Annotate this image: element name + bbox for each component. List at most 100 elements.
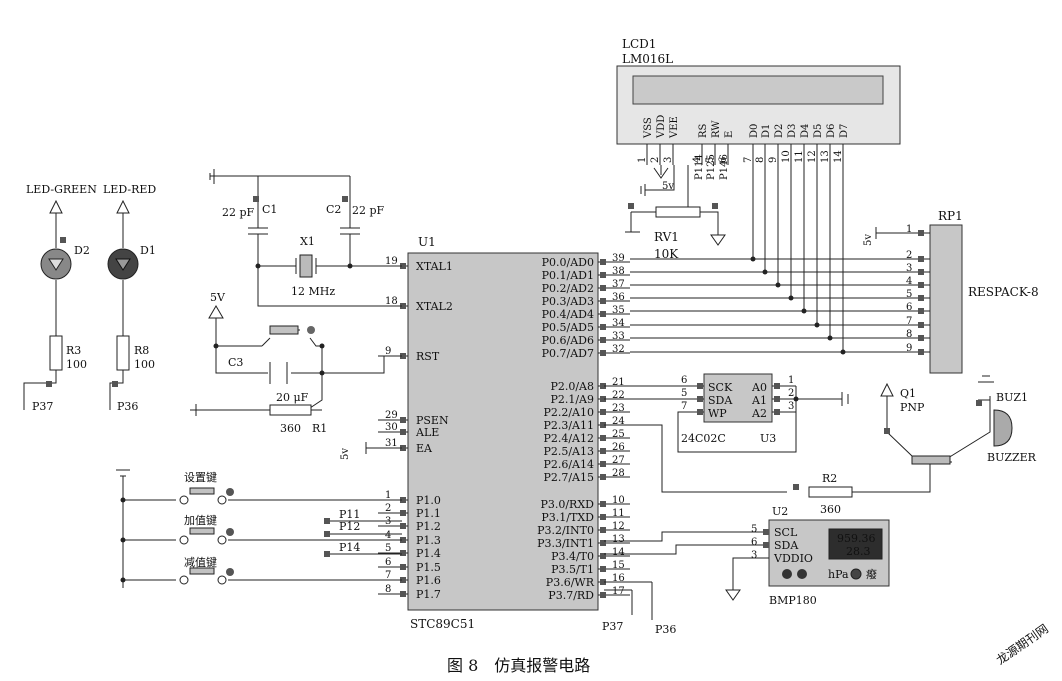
net-p125: P125: [706, 154, 717, 180]
u1-pin-number: 26: [612, 442, 625, 453]
lcd-pin-label: D0: [749, 124, 760, 138]
bus-junction: [775, 282, 781, 288]
rp1-model: RESPACK-8: [968, 285, 1039, 299]
key-junction: [120, 497, 126, 503]
r3-ref: R3: [66, 344, 81, 357]
u1-pin-number: 12: [612, 521, 625, 532]
u1-pin-pad: [600, 272, 606, 278]
rp1-pin-number: 4: [906, 276, 912, 287]
u3-num-2: 2: [788, 388, 794, 399]
rp1-pin-pad: [918, 308, 924, 314]
u1-pin-name: PSEN: [416, 414, 449, 427]
lcd-ref: LCD1: [622, 37, 656, 51]
lcd-pin-number: 13: [820, 150, 831, 163]
u1-pin-pad: [600, 579, 606, 585]
u1-pin-number: 32: [612, 344, 625, 355]
lcd-pin-label: D4: [800, 124, 811, 138]
lcd-pin-label: D3: [787, 124, 798, 138]
lcd-nets: P114 P125 P146 5v: [640, 154, 730, 213]
p0-data-bus: [630, 165, 918, 355]
u3-ref: U3: [760, 432, 776, 445]
q1-type: PNP: [900, 401, 925, 414]
u1-pin-number: 8: [385, 584, 391, 595]
u1-pin-pad: [600, 350, 606, 356]
lcd-pin-number: 9: [768, 157, 779, 163]
u1-pin-name: P1.7: [416, 588, 441, 601]
u1-pin-pad: [600, 298, 606, 304]
lcd-pin-label: VSS: [643, 117, 654, 139]
u1-pin-name: P2.2/A10: [543, 406, 594, 419]
key-minus-label: 减值键: [184, 555, 217, 569]
rp1-pin-pad: [918, 282, 924, 288]
lcd-pin-label: E: [724, 131, 735, 138]
lcd-pin-label: D5: [813, 124, 824, 138]
lcd-screen: [632, 75, 884, 105]
net-p37-u1: P37: [602, 620, 623, 633]
bus-junction: [750, 256, 756, 262]
u2-pin-vddio: VDDIO: [773, 552, 813, 565]
u1-pin-name: P0.3/AD3: [542, 295, 594, 308]
d2-model: LED-GREEN: [26, 183, 97, 196]
pressure-sensor-u2: U2 SCL SDA VDDIO 959.36 28.3 hPa 癈 5 6 3…: [604, 505, 890, 607]
rv1-body: [655, 206, 701, 218]
bus-junction: [801, 308, 807, 314]
buz1-model: BUZZER: [987, 451, 1037, 464]
rp1-pin-pad: [918, 269, 924, 275]
u1-pin-number: 37: [612, 279, 625, 290]
lcd-pin-number: 3: [663, 157, 674, 163]
u1-pin-name: P3.1/TXD: [541, 511, 594, 524]
u1-pin-name: P0.4/AD4: [542, 308, 594, 321]
lcd-pin-number: 6: [718, 157, 729, 163]
c1-ref: C1: [262, 203, 277, 216]
u1-pin-name: P2.6/A14: [543, 458, 594, 471]
u1-pin-name: P2.7/A15: [543, 471, 594, 484]
u1-pin-name: P1.2: [416, 520, 441, 533]
r3-value: 100: [66, 358, 87, 371]
rp1-pin-pad: [918, 335, 924, 341]
u2-unit-temp: 癈: [866, 567, 877, 581]
net-p36-u1: P36: [655, 623, 676, 636]
key-plus-label: 加值键: [184, 513, 217, 527]
u2-display: [828, 528, 883, 560]
u1-pin-number: 39: [612, 253, 625, 264]
u1-pin-number: 7: [385, 570, 391, 581]
r1-body: [269, 404, 312, 416]
u1-pin-pad: [400, 353, 406, 359]
u2-num-3: 3: [751, 550, 757, 561]
u1-pin-pad: [600, 461, 606, 467]
lcd-pin-number: 14: [833, 150, 844, 163]
u2-pin-scl: SCL: [774, 526, 798, 539]
u3-model: 24C02C: [681, 432, 726, 445]
u3-num-6: 6: [681, 375, 687, 386]
u1-pin-name: P1.1: [416, 507, 441, 520]
u1-pin-number: 10: [612, 495, 625, 506]
net-p11: P11: [339, 508, 360, 521]
figure-caption: 图 8 仿真报警电路: [447, 656, 590, 675]
u1-pin-pad: [600, 337, 606, 343]
bus-junction: [840, 349, 846, 355]
rp1-pin-pad: [918, 322, 924, 328]
d1-model: LED-RED: [103, 183, 156, 196]
lcd-vdd-5v: 5v: [662, 181, 674, 192]
u1-pin-name: P2.0/A8: [550, 380, 594, 393]
d1-net: P36: [117, 400, 138, 413]
u2-unit: hPa: [828, 568, 849, 581]
u1-right-pins: 39P0.0/AD038P0.1/AD137P0.2/AD236P0.3/AD3…: [537, 253, 630, 602]
u1-pin-pad: [400, 591, 406, 597]
q1-transistor: [911, 455, 951, 465]
u1-pin-name: P1.3: [416, 534, 441, 547]
u1-pin-pad: [400, 445, 406, 451]
r2-body: [808, 486, 853, 498]
lcd-pin-label: RS: [698, 123, 709, 138]
rv1-potentiometer: RV1 10K: [625, 203, 726, 261]
rp1-pin-number: 8: [906, 329, 912, 340]
rp1-pin-number: 2: [906, 250, 912, 261]
rp1-pin-number: 6: [906, 302, 912, 313]
net-p14: P14: [339, 541, 360, 554]
u2-display-pressure: 959.36: [837, 532, 876, 545]
key-wire: [123, 533, 402, 541]
u1-pin-name: P1.5: [416, 561, 441, 574]
